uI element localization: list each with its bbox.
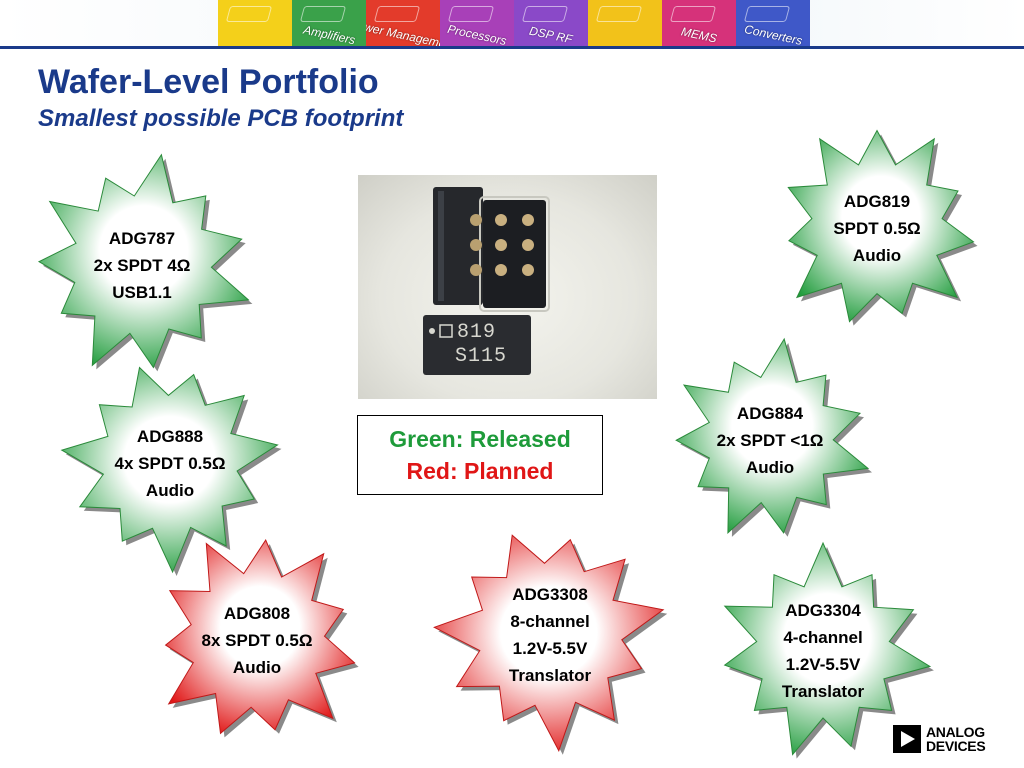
product-burst-adg884: ADG884 2x SPDT <1Ω Audio — [662, 332, 878, 548]
product-burst-adg787: ADG787 2x SPDT 4Ω USB1.1 — [24, 147, 260, 383]
header-rule — [0, 46, 1024, 49]
category-tile-mems: MEMS — [662, 0, 736, 46]
starburst-fill — [675, 337, 870, 535]
product-label: ADG819 SPDT 0.5Ω Audio — [765, 116, 989, 340]
product-name: ADG808 — [223, 603, 291, 623]
product-voltage: 1.2V-5.5V — [512, 639, 588, 658]
product-name: ADG787 — [108, 228, 176, 248]
category-tile — [218, 0, 292, 46]
starburst-shape — [787, 129, 978, 326]
product-burst-adg808: ADG808 8x SPDT 0.5Ω Audio — [142, 525, 372, 755]
legend-released: Green: Released — [389, 426, 571, 452]
product-label: ADG3308 8-channel 1.2V-5.5V Translator — [428, 513, 672, 757]
product-spec: 4-channel — [783, 628, 863, 647]
product-use: USB1.1 — [112, 282, 172, 302]
product-label: ADG3304 4-channel 1.2V-5.5V Translator — [705, 537, 941, 765]
product-label: ADG884 2x SPDT <1Ω Audio — [662, 332, 878, 548]
page-title: Wafer-Level Portfolio — [38, 63, 379, 101]
product-burst-adg819: ADG819 SPDT 0.5Ω Audio — [765, 116, 989, 340]
product-spec: 8x SPDT 0.5Ω — [201, 630, 313, 650]
product-spec: 2x SPDT <1Ω — [716, 430, 824, 450]
starburst-shape — [433, 534, 668, 755]
product-use: Translator — [508, 666, 592, 685]
category-tile-amplifiers: Amplifiers — [292, 0, 366, 46]
starburst-fill — [37, 153, 250, 369]
starburst-shape — [60, 366, 282, 576]
product-spec: 8-channel — [510, 612, 590, 631]
starburst-shape — [164, 539, 359, 738]
product-spec: 4x SPDT 0.5Ω — [114, 453, 226, 473]
page-subtitle: Smallest possible PCB footprint — [38, 105, 404, 132]
starburst-shape — [723, 541, 934, 759]
product-category-tiles: Amplifiers Power Management Processors D… — [218, 0, 810, 46]
product-label: ADG808 8x SPDT 0.5Ω Audio — [142, 525, 372, 755]
category-tile-power-management: Power Management — [366, 0, 440, 46]
product-name: ADG819 — [843, 191, 911, 211]
analog-devices-logo-text: ANALOG DEVICES — [926, 724, 986, 754]
product-spec: 2x SPDT 4Ω — [93, 255, 191, 275]
starburst-fill — [433, 534, 665, 752]
header-banner: Amplifiers Power Management Processors D… — [0, 0, 1024, 46]
product-name: ADG3304 — [785, 601, 861, 620]
category-tile — [588, 0, 662, 46]
chip-marking-line1: 819 — [457, 321, 497, 344]
product-use: Audio — [745, 457, 795, 477]
category-tile-processors: Processors — [440, 0, 514, 46]
category-tile-converters: Converters — [736, 0, 810, 46]
chip-photo-illustration — [423, 187, 550, 375]
product-use: Audio — [852, 245, 902, 265]
product-use: Audio — [232, 657, 282, 677]
analog-devices-logo: ANALOG DEVICES — [893, 724, 986, 754]
chip-marking-line2: S115 — [455, 345, 508, 368]
product-name: ADG884 — [736, 403, 804, 423]
chip-photo: 819 S115 — [358, 175, 657, 399]
starburst-fill — [787, 129, 975, 323]
product-burst-adg3304: ADG3304 4-channel 1.2V-5.5V Translator — [705, 537, 941, 765]
analog-devices-logo-mark — [893, 725, 921, 753]
starburst-shape — [675, 337, 872, 537]
product-voltage: 1.2V-5.5V — [785, 655, 861, 674]
product-burst-adg888: ADG888 4x SPDT 0.5Ω Audio — [55, 348, 285, 578]
product-use: Audio — [145, 480, 195, 500]
status-legend: Green: Released Red: Planned — [357, 415, 603, 495]
product-name: ADG888 — [136, 426, 204, 446]
product-label: ADG787 2x SPDT 4Ω USB1.1 — [24, 147, 260, 383]
product-burst-adg3308: ADG3308 8-channel 1.2V-5.5V Translator — [428, 513, 672, 757]
product-spec: SPDT 0.5Ω — [833, 218, 921, 238]
starburst-fill — [60, 366, 279, 574]
product-name: ADG3308 — [512, 585, 588, 604]
product-use: Translator — [781, 682, 865, 701]
category-tile-dsp-rf: DSP RF — [514, 0, 588, 46]
legend-planned: Red: Planned — [406, 458, 554, 484]
product-label: ADG888 4x SPDT 0.5Ω Audio — [55, 348, 285, 578]
starburst-shape — [37, 153, 253, 372]
starburst-fill — [723, 541, 932, 756]
starburst-fill — [164, 539, 356, 735]
